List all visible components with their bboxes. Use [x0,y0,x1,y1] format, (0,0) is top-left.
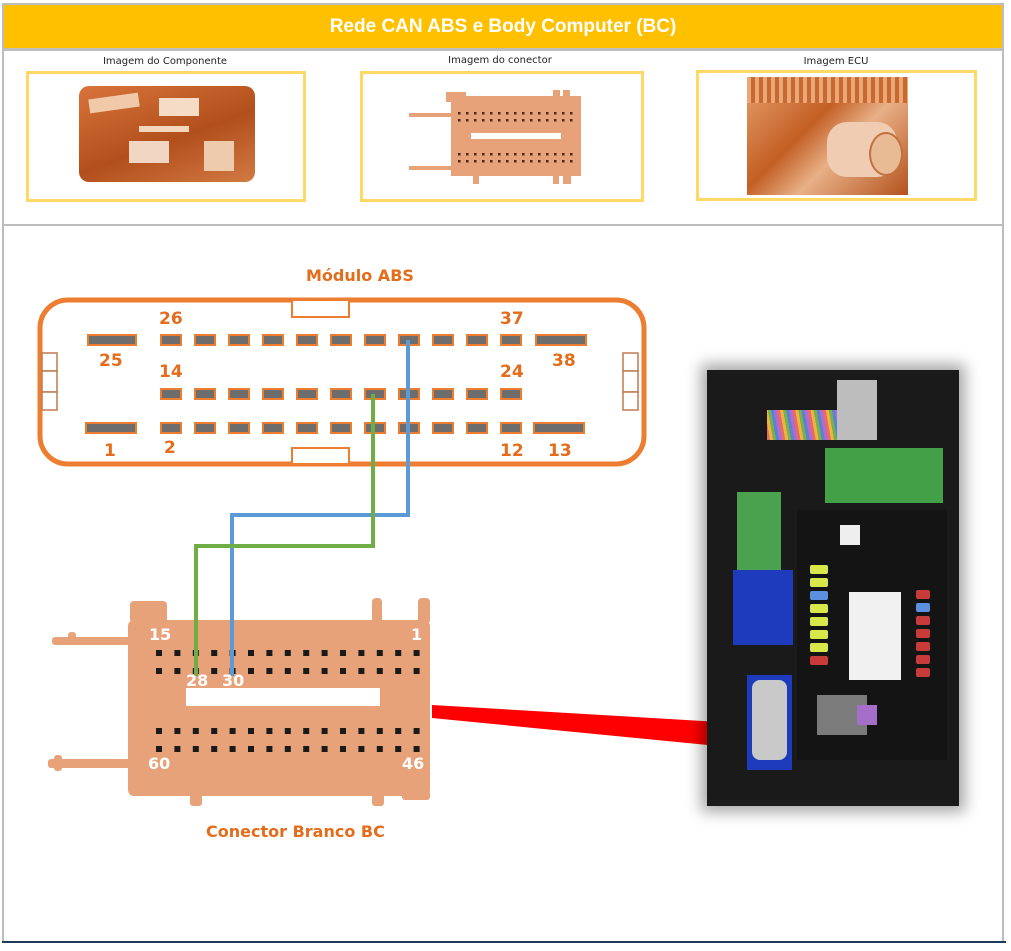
bottom-border [2,941,1006,943]
bc-connector-title: Conector Branco BC [206,822,385,841]
fuse [916,629,930,638]
section-divider [4,224,1002,226]
fuse [916,616,930,625]
mini-hole [522,119,525,122]
mini-hole [546,160,549,163]
mini-hole [530,160,533,163]
fuse [916,590,930,599]
panel-label-ecu: Imagem ECU [803,56,869,67]
mini-hole [498,160,501,163]
fuse [810,617,828,626]
mini-hole [570,153,573,156]
fuse [916,603,930,612]
fuse [810,604,828,613]
mini-hole [562,153,565,156]
mini-hole [538,119,541,122]
fuse [916,642,930,651]
mini-hole [554,112,557,115]
fuse [810,565,828,574]
fuse [810,591,828,600]
mini-hole [490,119,493,122]
connector-image-panel [360,71,644,202]
mini-hole [538,112,541,115]
fuse [916,668,930,677]
fuse [810,578,828,587]
mini-hole [466,153,469,156]
mini-hole [538,160,541,163]
mini-hole [530,112,533,115]
mini-hole [482,160,485,163]
mini-hole [490,160,493,163]
mini-hole [546,112,549,115]
fuse [916,655,930,664]
mini-hole [458,119,461,122]
mini-hole [466,112,469,115]
mini-hole [554,160,557,163]
mini-hole [498,112,501,115]
mini-hole [506,119,509,122]
component-photo [79,86,255,182]
mini-hole [562,112,565,115]
abs-module-title: Módulo ABS [306,266,414,285]
mini-hole [514,153,517,156]
mini-hole [562,160,565,163]
mini-hole [522,160,525,163]
mini-hole [554,153,557,156]
panel-label-connector: Imagem do conector [448,55,552,66]
mini-hole [466,119,469,122]
mini-hole [474,112,477,115]
mini-hole [554,119,557,122]
mini-hole [546,119,549,122]
mini-hole [530,119,533,122]
page-title: Rede CAN ABS e Body Computer (BC) [329,15,677,37]
mini-hole [482,153,485,156]
mini-hole [458,112,461,115]
body-computer-photo [707,370,959,806]
mini-hole [522,112,525,115]
mini-hole [546,153,549,156]
mini-hole [458,160,461,163]
ecu-image-panel [696,70,977,201]
mini-hole [498,119,501,122]
mini-hole [570,112,573,115]
mini-hole [474,153,477,156]
mini-hole [482,119,485,122]
mini-hole [490,153,493,156]
page-header: Rede CAN ABS e Body Computer (BC) [4,5,1002,51]
mini-hole [490,112,493,115]
mini-hole [506,112,509,115]
panel-label-component: Imagem do Componente [102,56,228,67]
mini-hole [482,112,485,115]
mini-hole [514,160,517,163]
mini-hole [506,160,509,163]
mini-hole [498,153,501,156]
fuse [810,643,828,652]
mini-hole [506,153,509,156]
mini-hole [562,119,565,122]
connector-photo [409,90,581,184]
fuse [810,656,828,665]
fuse [810,630,828,639]
mini-hole [530,153,533,156]
mini-hole [466,160,469,163]
mini-hole [570,160,573,163]
mini-hole [474,119,477,122]
mini-hole [458,153,461,156]
ecu-photo [747,77,908,195]
mini-hole [538,153,541,156]
mini-hole [514,119,517,122]
mini-hole [514,112,517,115]
mini-hole [474,160,477,163]
mini-hole [570,119,573,122]
component-image-panel [26,71,306,202]
mini-hole [522,153,525,156]
